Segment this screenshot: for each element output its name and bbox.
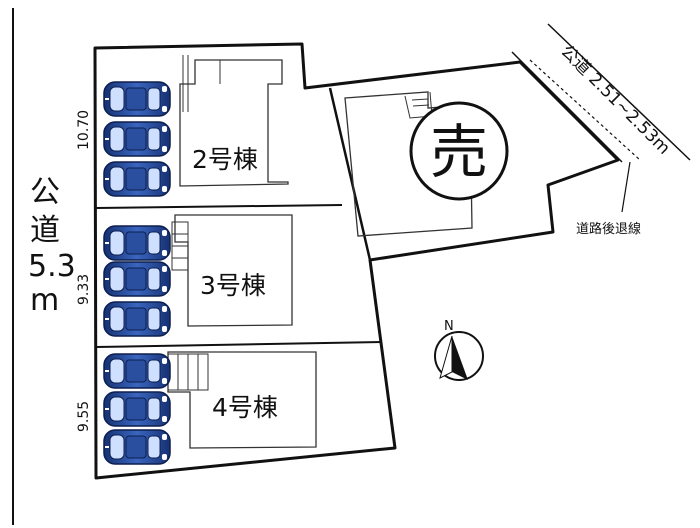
lot-2-frontage: 10.70 xyxy=(76,110,92,150)
sold-badge-circle xyxy=(409,101,509,201)
parking-car-icon xyxy=(103,81,171,117)
sold-lot-step-line xyxy=(411,98,429,101)
road-west-label-3: 5.3 xyxy=(28,249,76,284)
lot-divider-sold xyxy=(328,87,372,261)
road-west-label-1: 公 xyxy=(30,175,60,210)
lot-4-label: 4号棟 xyxy=(212,393,278,422)
parking-car-icon xyxy=(103,161,171,197)
sold-lot-steps xyxy=(404,91,433,119)
lot-2-label: 2号棟 xyxy=(192,145,258,174)
road-west-label-4: m xyxy=(30,283,59,318)
north-label: N xyxy=(444,319,454,334)
parking-car-icon xyxy=(103,301,171,337)
parking-car-icon xyxy=(103,121,171,157)
parking-car-icon xyxy=(103,353,171,389)
road-west-label-2: 道 xyxy=(30,213,60,248)
road-east-line xyxy=(511,51,623,163)
lot-divider-2-3 xyxy=(95,204,343,209)
parking-car-icon xyxy=(103,261,171,297)
setback-label: 道路後退線 xyxy=(576,221,641,237)
parking-car-icon xyxy=(103,391,171,427)
building-2-outline xyxy=(179,59,289,187)
parking-car-icon xyxy=(103,225,171,261)
sold-badge-text: 売 xyxy=(430,118,488,186)
north-arrow-needle-icon xyxy=(452,336,468,380)
road-setback-line xyxy=(529,59,641,161)
north-arrow-needle-light-icon xyxy=(439,335,453,379)
lot-4-frontage: 9.55 xyxy=(76,401,92,432)
setback-leader-line xyxy=(621,161,631,213)
building-3-outline xyxy=(174,214,293,327)
lot-3-label: 3号棟 xyxy=(200,271,266,300)
site-boundary xyxy=(93,42,620,480)
lot-3-frontage: 9.33 xyxy=(76,274,92,305)
road-east-outer-line xyxy=(547,23,691,161)
building-2-porch xyxy=(195,59,221,84)
building-4-outline xyxy=(167,351,317,449)
lot-divider-3-4 xyxy=(95,341,383,348)
sold-lot-step-line xyxy=(412,104,430,107)
parking-car-icon xyxy=(103,429,171,465)
